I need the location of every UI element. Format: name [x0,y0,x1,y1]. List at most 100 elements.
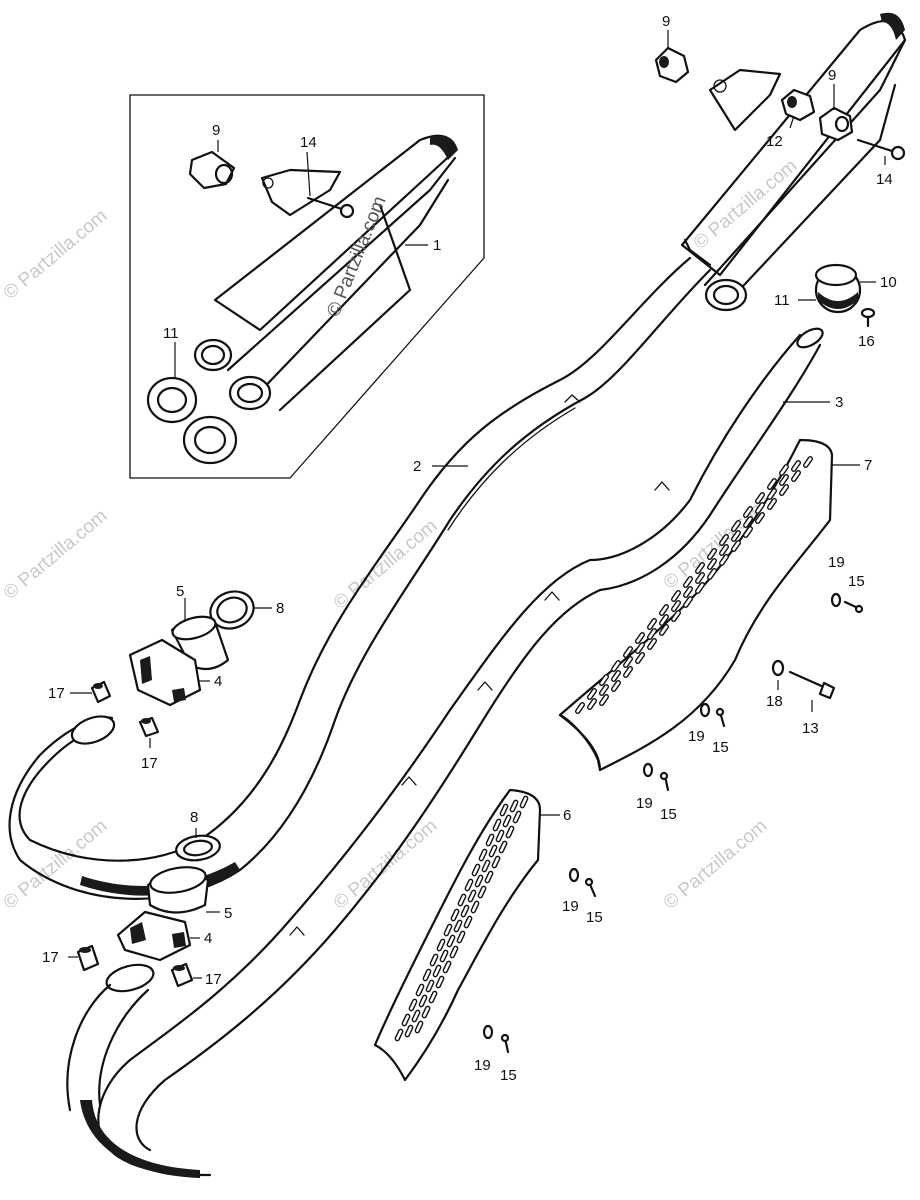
guard-slot [456,930,466,944]
main-muffler-end-shade [880,12,905,40]
callout-2: 2 [413,458,421,475]
callout-11-main: 11 [774,292,790,309]
guard-slot [485,833,495,847]
guard-slot [719,554,729,566]
exhaust-pipe-3: 3 [66,327,843,1178]
inset-nut-9-bore [214,163,234,185]
guard-slot [623,666,633,678]
callout-15: 15 [586,909,603,926]
inset-rear-stay [278,203,412,412]
guard-slot [481,859,491,873]
callout-15: 15 [712,739,729,756]
fastener-set-d: 19 15 [562,867,603,926]
guard-slot [767,478,777,490]
pipe-2-inner [8,268,712,900]
callout-15: 15 [500,1067,517,1084]
guard-slot [671,590,681,602]
guard-slot [435,975,445,989]
guard-slot [587,698,597,710]
fastener-set-a: 19 15 [828,554,865,614]
inset-frame [129,94,485,479]
joint-nut-4-lower-shade [130,922,146,944]
watermark: © Partzilla.com [330,515,442,613]
guard-slot [683,576,693,588]
lower-joint-group: 8 5 4 17 17 [42,809,232,988]
washer-19 [482,1024,494,1040]
bolt-13-shaft [788,670,828,690]
guard-slot [611,660,621,672]
inset-outlet-upper [193,338,233,372]
joint-nut-4-upper-shade [172,688,186,702]
guard-slot [512,810,522,824]
guard-slot [695,582,705,594]
guard-slot [683,596,693,608]
guard-slot [647,628,657,640]
callout-16: 16 [858,333,875,350]
pipe-3-tab [477,681,493,691]
guard-slot [428,990,438,1004]
main-bracket-hole [713,79,727,93]
inset-bracket [260,168,342,217]
guard-slot [449,945,459,959]
inset-bolt-14 [306,196,347,212]
guard-slot [502,814,512,828]
guard-slot [575,702,585,714]
guard-slot [414,1020,424,1034]
guard-slot [611,680,621,692]
callout-4-lower: 4 [204,930,212,947]
guard-slot [464,878,474,892]
main-muffler-assembly: 9 9 12 14 10 11 16 [654,12,907,350]
inset-outlet-upper-bore [200,344,226,366]
heat-guard-7: 7 [558,438,872,772]
callout-10: 10 [880,274,897,291]
callout-19: 19 [562,898,579,915]
callout-5-upper: 5 [176,583,184,600]
nut-12 [780,88,816,122]
callout-9-inset: 9 [212,122,220,139]
guard-7-slots [575,456,813,714]
callout-15: 15 [848,573,865,590]
guard-slot [791,470,801,482]
guard-slot [505,825,515,839]
guard-slot [731,540,741,552]
callout-13: 13 [802,720,819,737]
guard-slot [599,684,609,696]
inset-bracket-hole [262,177,274,189]
guard-slot [471,863,481,877]
washer-19 [830,592,842,608]
main-bracket [708,68,782,132]
guard-slot [477,885,487,899]
inset-muffler-assembly: © Partzilla.com 9 14 1 11 [129,94,485,479]
guard-slot [484,870,494,884]
guard-slot [415,983,425,997]
guard-slot [623,646,633,658]
bolt-14-right-head [890,145,906,161]
callout-11-inset: 11 [163,325,179,342]
guard-slot [623,656,633,668]
bolt-16-head [860,307,876,319]
callout-12: 12 [766,133,783,150]
guard-slot [635,642,645,654]
bolt-15-head [715,707,725,717]
guard-slot [635,632,645,644]
gasket-8-lower [175,834,221,862]
guard-slot [446,934,456,948]
washer-19 [568,867,580,883]
callout-19: 19 [474,1057,491,1074]
guard-slot [779,484,789,496]
guard-slot [587,688,597,700]
pipe-3-bend-shade [80,1100,200,1178]
sleeve-17-upper-a-shade [93,683,103,689]
callout-9-right: 9 [828,67,836,84]
bolt-13-head [818,681,836,700]
guard-slot [408,998,418,1012]
callout-19: 19 [636,795,653,812]
guard-slot [731,520,741,532]
bolt-13-group: 18 13 [766,659,836,737]
pipe-3-head-bend [66,983,112,1112]
guard-slot [755,512,765,524]
guard-slot [411,1009,421,1023]
callout-4-upper: 4 [214,673,222,690]
pipe-3-end [796,327,824,349]
pipe-3-outer [97,333,802,1177]
